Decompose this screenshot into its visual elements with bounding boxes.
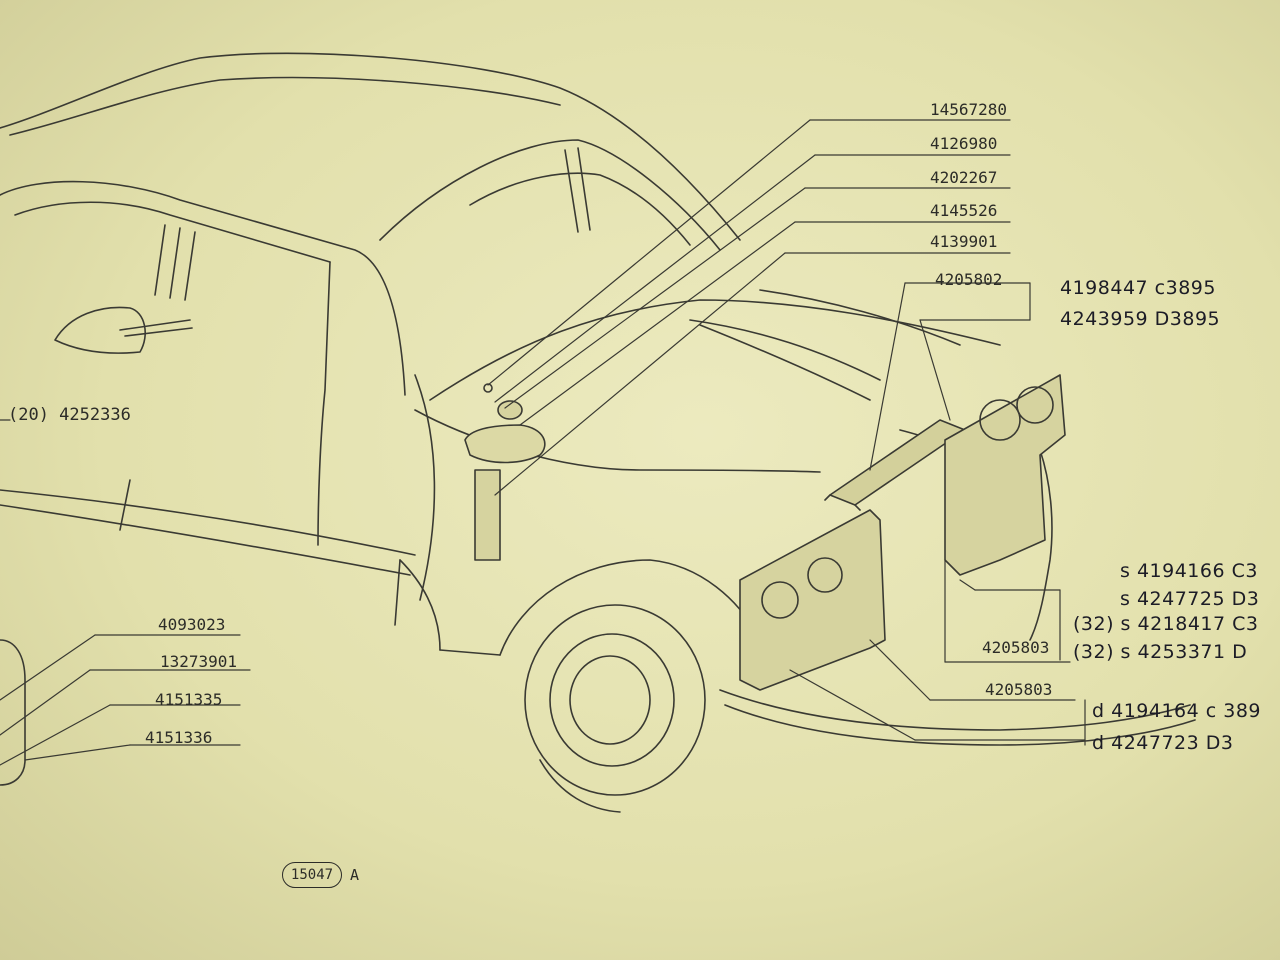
front-wheel — [524, 604, 706, 796]
handwritten-s4253371: (32) s 4253371 D — [1073, 641, 1248, 663]
roof-outline — [0, 52, 741, 241]
front-panel-right — [944, 374, 1066, 576]
windshield-inner — [469, 172, 691, 246]
figure-suffix: A — [350, 866, 360, 884]
hood-hinge — [464, 424, 546, 464]
label-4151336: 4151336 — [145, 728, 213, 747]
label-4093023: 4093023 — [158, 615, 226, 634]
handwritten-4243959: 4243959 D3895 — [1060, 308, 1221, 330]
label-4139901: 4139901 — [930, 232, 998, 251]
handwritten-d4194164: d 4194164 c 389 — [1092, 700, 1262, 722]
roof-inner — [9, 76, 561, 136]
wheel-arch — [499, 559, 761, 656]
label-4145526: 4145526 — [930, 201, 998, 220]
handwritten-s4194166: s 4194166 C3 — [1120, 560, 1258, 582]
label-4205803-a: 4205803 — [982, 638, 1050, 657]
handwritten-s4218417: (32) s 4218417 C3 — [1073, 613, 1259, 635]
handwritten-s4247725: s 4247725 D3 — [1120, 588, 1260, 610]
label-4151335: 4151335 — [155, 690, 223, 709]
door-line — [0, 489, 416, 556]
side-window — [0, 180, 406, 396]
handwritten-d4247723: d 4247723 D3 — [1092, 732, 1234, 754]
label-13273901: 13273901 — [160, 652, 238, 671]
label-20-4252336: (20) 4252336 — [8, 405, 131, 425]
label-4205803-b: 4205803 — [985, 680, 1053, 699]
side-mirror — [54, 306, 146, 354]
label-4126980: 4126980 — [930, 134, 998, 153]
front-panel-left — [739, 509, 886, 691]
handwritten-4198447: 4198447 c3895 — [1060, 277, 1216, 299]
label-14567280: 14567280 — [930, 100, 1008, 119]
hood-outline — [429, 299, 1001, 401]
front-bumper — [719, 689, 1191, 731]
label-4205802: 4205802 — [935, 270, 1003, 289]
windshield-frame — [379, 139, 721, 251]
label-4202267: 4202267 — [930, 168, 998, 187]
figure-number-badge: 15047 — [282, 862, 342, 888]
